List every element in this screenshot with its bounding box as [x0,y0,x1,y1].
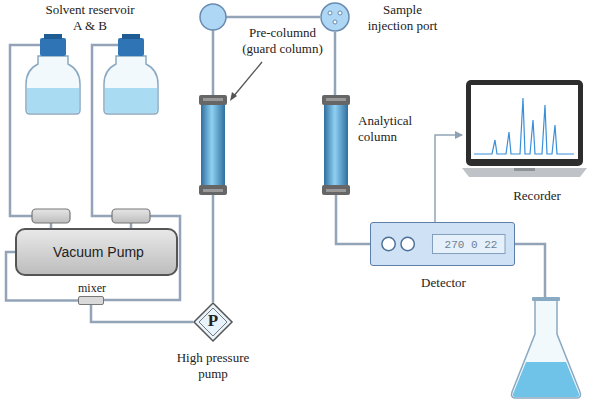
detector-label: Detector [371,275,516,291]
junction-circle [200,4,226,30]
port-circle [320,2,350,32]
analytical-column: Analytical column [322,95,350,195]
vacuum-pump-box: Vacuum Pump [15,228,178,276]
detector-box: Detector270 0 22 [370,222,515,266]
laptop [462,80,587,180]
flow-line [91,305,193,322]
port-label: Sample injection port [360,2,445,34]
column-label: Analytical column [358,113,434,145]
column-label: Pre-columnd (guard column) [235,25,330,57]
waste-flask [512,297,581,398]
guard-column: Pre-columnd (guard column) [199,95,227,195]
display-readout: 270 0 22 [433,237,509,253]
recorder-laptop: Recorder [462,80,587,180]
flow-line [435,135,462,222]
tubing [10,45,545,330]
flow-line [212,195,215,302]
pump-label: Vacuum Pump [17,244,180,260]
reservoir-label: Solvent reservoir A & B [42,2,138,34]
flow-line [336,195,370,244]
leader-arrow [230,62,262,101]
flow-line [334,32,337,95]
pump-diamond: PHigh pressure pump [193,302,233,342]
column-body [322,95,350,195]
injection-port: Sample injection port [320,2,350,32]
mixer-label: mixer [67,280,117,296]
pump-label: High pressure pump [163,350,263,382]
mixer-fitting: mixer [78,296,104,305]
degasser-fitting [32,209,150,223]
pump-symbol: P [193,313,233,329]
recorder-label: Recorder [492,188,582,204]
solvent-bottle [26,34,158,114]
column-body [199,95,227,195]
